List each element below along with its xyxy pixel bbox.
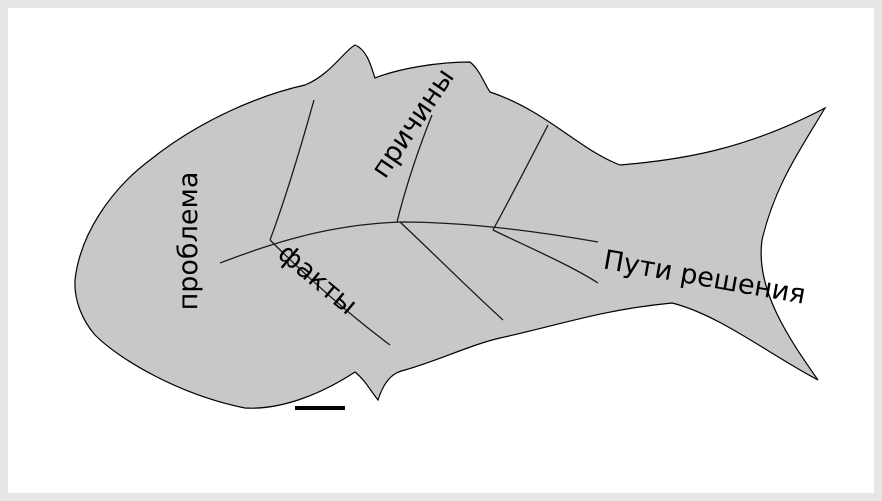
- belly-mark: [295, 406, 345, 410]
- label-problem: проблема: [173, 172, 204, 311]
